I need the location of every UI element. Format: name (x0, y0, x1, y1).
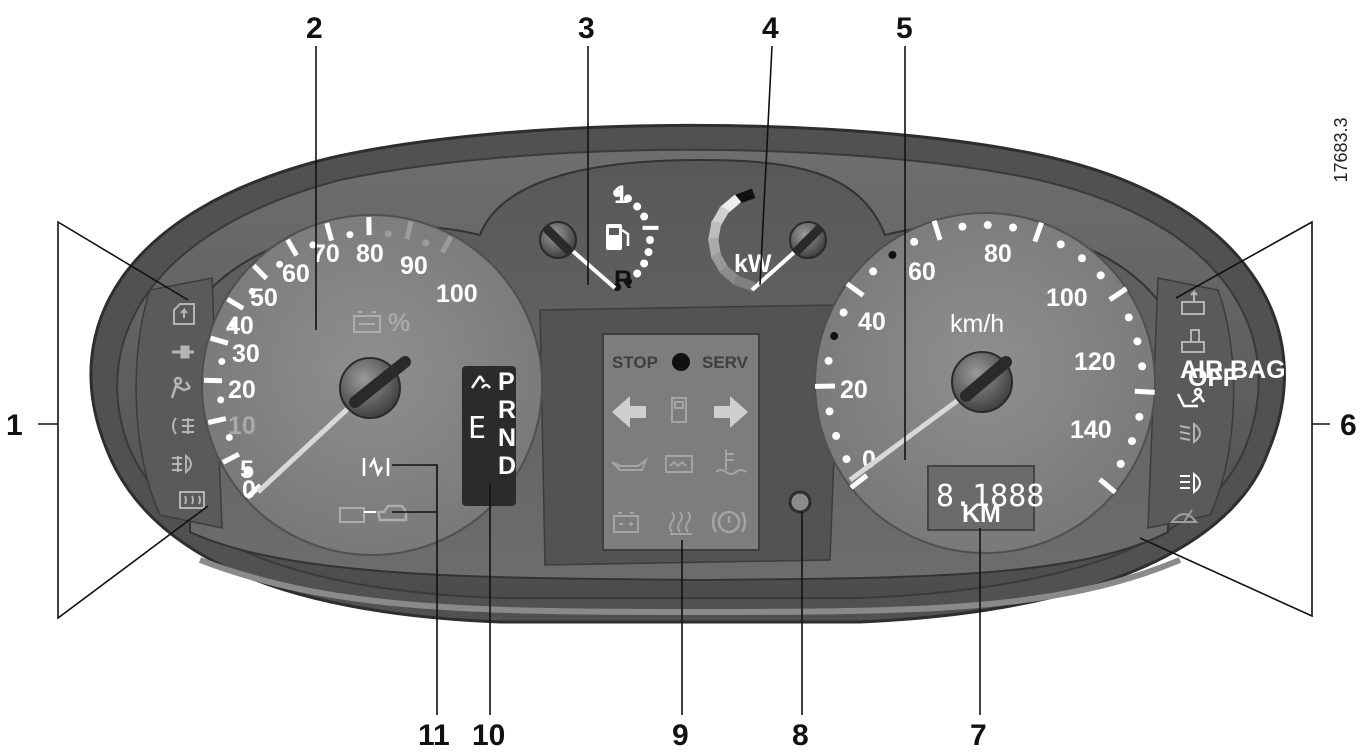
warning-stop-label: STOP (612, 353, 658, 372)
stop-warning-light (672, 353, 690, 371)
callout-3: 3 (578, 12, 595, 45)
speedo-minor-dot (1128, 437, 1136, 445)
fuel-scale-dot (640, 259, 648, 267)
fuel-scale-dot (646, 236, 654, 244)
speedo-minor-dot (1138, 362, 1146, 370)
callout-11: 11 (418, 719, 450, 748)
tacho-label-60: 60 (282, 260, 310, 288)
callout-2: 2 (306, 12, 323, 45)
tacho-label-90: 90 (400, 252, 428, 280)
speedo-minor-dot (1125, 313, 1133, 321)
speedo-minor-dot (1009, 224, 1017, 232)
airbag-label-line2: OFF (1188, 364, 1238, 392)
speedo-minor-dot (869, 267, 877, 275)
speedo-minor-dot (1097, 271, 1105, 279)
fuel-scale-dot (640, 213, 648, 221)
tacho-label-20: 20 (228, 376, 256, 404)
tacho-label-80: 80 (356, 240, 384, 268)
tacho-label-10: 10 (228, 412, 256, 440)
tacho-label-40: 40 (226, 312, 254, 340)
callout-10: 10 (472, 719, 505, 748)
callout-1: 1 (6, 409, 23, 442)
speed-label-100: 100 (1046, 284, 1088, 312)
callout-8: 8 (792, 719, 809, 748)
callout-4: 4 (762, 12, 779, 45)
fuel-reserve-label: R (614, 266, 632, 294)
speedo-minor-dot (1135, 413, 1143, 421)
fuel-full-label: 1 (614, 181, 628, 209)
speedo-minor-dot (1117, 460, 1125, 468)
tacho-label-5: 5 (240, 456, 254, 484)
callout-6: 6 (1340, 409, 1357, 442)
speedo-minor-dot (1133, 337, 1141, 345)
speedo-major-tick (1135, 391, 1155, 392)
speedo-minor-dot (830, 332, 838, 340)
callout-5: 5 (896, 12, 913, 45)
speed-label-20: 20 (840, 376, 868, 404)
tacho-minor-dot (422, 239, 429, 246)
speed-label-80: 80 (984, 240, 1012, 268)
callout-9: 9 (672, 719, 689, 748)
tacho-minor-dot (385, 230, 392, 237)
gear-current: E (468, 411, 486, 446)
gear-pos-p: P (498, 368, 515, 396)
fuel-scale-dot (633, 203, 641, 211)
fuel-scale-dot (645, 248, 653, 256)
speedo-minor-dot (1078, 254, 1086, 262)
tacho-percent-label: % (388, 309, 410, 337)
gear-pos-d: D (498, 452, 516, 480)
reference-code: 17683.3 (1331, 117, 1351, 182)
speedo-minor-dot (825, 357, 833, 365)
speed-unit-label: km/h (950, 310, 1004, 338)
speedo-minor-dot (910, 238, 918, 246)
speed-label-60: 60 (908, 258, 936, 286)
speedo-minor-dot (984, 221, 992, 229)
warning-service-label: SERV (702, 353, 749, 372)
tacho-minor-dot (217, 396, 224, 403)
odometer-unit: KM (962, 500, 1001, 528)
fuel-scale-dot (633, 269, 641, 277)
speedo-minor-dot (958, 223, 966, 231)
speedo-minor-dot (826, 407, 834, 415)
speed-label-40: 40 (858, 308, 886, 336)
speedo-minor-dot (843, 455, 851, 463)
tacho-major-tick (204, 380, 222, 381)
speed-label-120: 120 (1074, 348, 1116, 376)
speed-label-140: 140 (1070, 416, 1112, 444)
tacho-minor-dot (218, 358, 225, 365)
gear-pos-r: R (498, 396, 516, 424)
power-unit-label: kW (734, 250, 772, 278)
speedo-minor-dot (840, 309, 848, 317)
gear-pos-n: N (498, 424, 516, 452)
callout-7: 7 (970, 719, 987, 748)
tacho-label-100: 100 (436, 280, 478, 308)
tacho-label-50: 50 (250, 284, 278, 312)
tacho-minor-dot (346, 231, 353, 238)
speedo-minor-dot (888, 251, 896, 259)
tacho-label-30: 30 (232, 340, 260, 368)
speedo-minor-dot (1057, 240, 1065, 248)
speedo-minor-dot (832, 432, 840, 440)
trip-reset-button[interactable] (790, 492, 810, 512)
